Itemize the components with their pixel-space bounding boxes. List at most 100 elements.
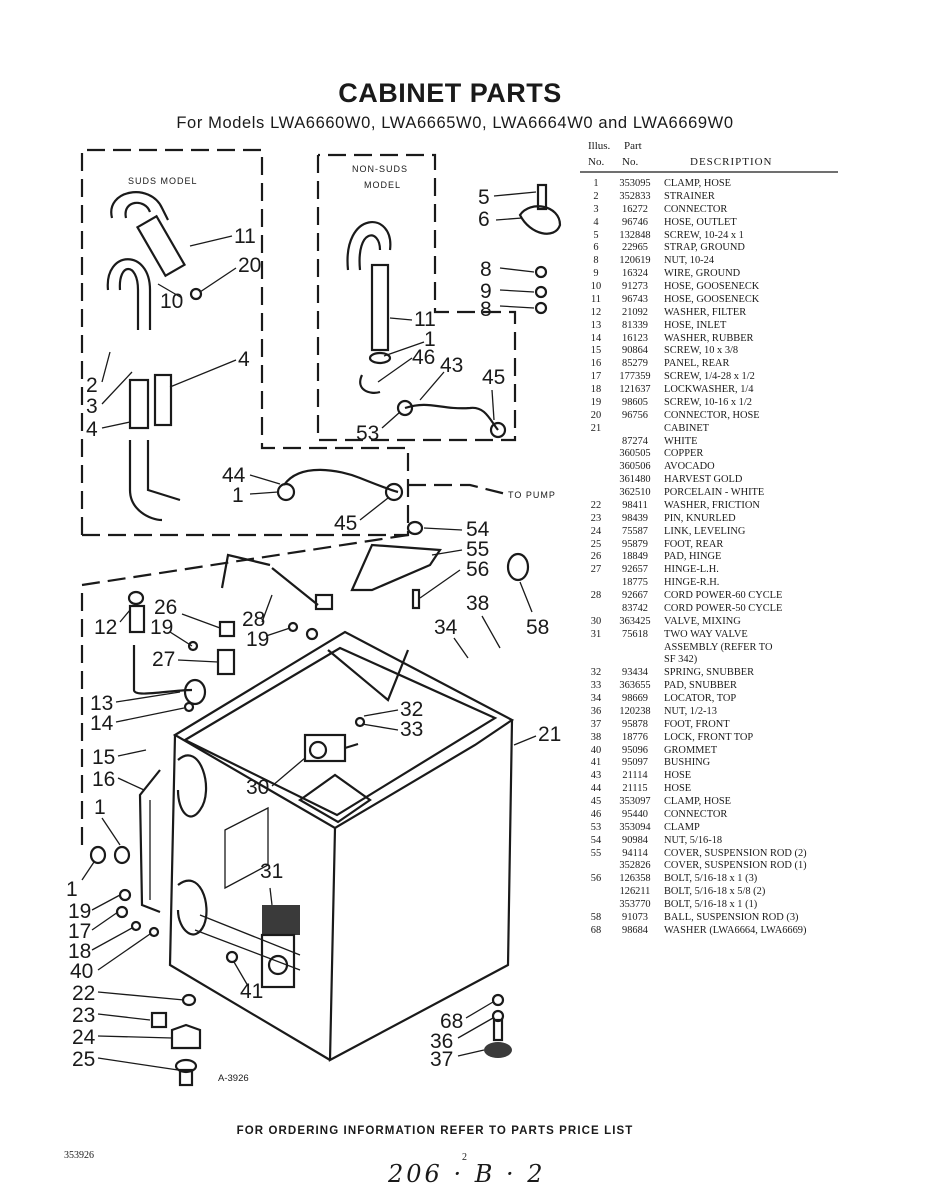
illus-no-cell: 33 xyxy=(590,680,602,692)
illus-no-cell: 2 xyxy=(593,190,599,202)
description-cell: CORD POWER-60 CYCLE xyxy=(664,590,783,601)
illus-no-cell: 68 xyxy=(590,924,602,936)
mixing-valve xyxy=(303,733,359,763)
illus-no-cell: 41 xyxy=(590,757,602,769)
callout-label: 32 xyxy=(400,698,423,721)
callout-label: 8 xyxy=(480,298,492,321)
description-cell: WHITE xyxy=(664,435,698,447)
part-no-cell: 75618 xyxy=(622,628,648,640)
front-foot-assembly xyxy=(484,993,512,1058)
part-no-cell: 90864 xyxy=(622,345,648,357)
part-no-cell: 95440 xyxy=(622,808,648,820)
illus-no-cell xyxy=(584,654,608,667)
illus-no-cell: 46 xyxy=(590,808,602,820)
callout-label: 1 xyxy=(66,878,78,901)
part-no-cell: 21114 xyxy=(622,770,648,782)
callout-label: 14 xyxy=(90,712,114,735)
callout-label: 56 xyxy=(466,558,489,581)
callout-label: 58 xyxy=(526,616,549,639)
description-cell: SCREW, 1/4-28 x 1/2 xyxy=(664,371,755,383)
description-cell: CONNECTOR xyxy=(664,808,728,820)
part-no-cell: 95879 xyxy=(622,538,648,550)
part-no-cell: 18849 xyxy=(622,551,648,563)
illus-no-cell xyxy=(584,886,608,899)
callout-label: 11 xyxy=(414,308,436,331)
part-no-cell: 91073 xyxy=(622,911,648,923)
table-row: 46 95440 CONNECTOR xyxy=(584,809,834,822)
table-row: SF 342) xyxy=(584,654,834,667)
ordering-footer: FOR ORDERING INFORMATION REFER TO PARTS … xyxy=(236,1125,634,1137)
callout-leaders xyxy=(81,191,537,1071)
illus-no-cell: 56 xyxy=(590,873,602,885)
part-no-cell: 93434 xyxy=(622,667,648,679)
description-cell: COPPER xyxy=(664,448,704,460)
illus-no-cell: 5 xyxy=(593,229,599,241)
illus-no-cell: 10 xyxy=(590,281,602,292)
callout-label: 46 xyxy=(412,346,435,369)
illus-no-cell: 58 xyxy=(590,911,602,923)
part-no-cell: 75587 xyxy=(622,525,648,537)
description-cell: GROMMET xyxy=(664,744,718,756)
illus-no-cell: 9 xyxy=(593,268,599,280)
part-no-cell: 353770 xyxy=(619,899,651,910)
callout-label: 40 xyxy=(70,960,93,983)
illus-no-cell: 25 xyxy=(590,538,602,550)
part-no-cell: 95097 xyxy=(622,757,648,769)
part-no-cell: 85279 xyxy=(622,358,648,370)
description-cell: PIN, KNURLED xyxy=(664,512,736,524)
illus-no-cell: 21 xyxy=(590,422,602,434)
part-no-cell: 353095 xyxy=(619,178,651,189)
callout-label: 17 xyxy=(68,920,91,943)
description-cell: TWO WAY VALVE xyxy=(664,628,748,640)
callout-label: 55 xyxy=(466,538,489,561)
description-cell: STRAP, GROUND xyxy=(664,242,745,254)
description-cell: BUSHING xyxy=(664,757,711,769)
illus-no-cell xyxy=(584,642,608,655)
description-cell: PAD, HINGE xyxy=(664,551,722,563)
description-cell: STRAINER xyxy=(664,190,715,202)
description-cell: WASHER, FILTER xyxy=(664,306,747,318)
callout-label: 37 xyxy=(430,1048,453,1071)
description-cell: BOLT, 5/16-18 x 1 (3) xyxy=(664,873,758,885)
illus-no-cell xyxy=(584,436,608,449)
description-cell: SCREW, 10-24 x 1 xyxy=(664,229,744,241)
illus-no-cell: 43 xyxy=(590,770,602,782)
callout-label: 18 xyxy=(68,940,91,963)
illus-no-cell: 28 xyxy=(590,590,602,601)
part-no-cell: 98411 xyxy=(622,499,648,511)
callout-label: 25 xyxy=(72,1048,95,1071)
hose-clamp-right xyxy=(113,845,131,865)
description-cell: SCREW, 10 x 3/8 xyxy=(664,345,739,357)
part-no-cell xyxy=(608,654,662,667)
nonsuds-hoses xyxy=(346,221,507,439)
description-cell: VALVE, MIXING xyxy=(664,615,741,627)
illus-no-cell xyxy=(584,461,608,474)
illus-no-cell xyxy=(584,474,608,487)
callout-label: 20 xyxy=(238,254,261,277)
illus-no-cell: 4 xyxy=(593,216,599,228)
illus-no-cell xyxy=(584,487,608,500)
description-cell: PAD, SNUBBER xyxy=(664,680,737,692)
part-no-cell: 21115 xyxy=(622,783,648,795)
part-no-cell: 352833 xyxy=(619,190,651,202)
illus-no-cell: 30 xyxy=(590,615,602,627)
illus-no-cell: 34 xyxy=(590,693,602,704)
table-header-illus-1: Illus. xyxy=(588,140,611,152)
part-no-cell: 22965 xyxy=(622,242,648,254)
illus-no-cell: 16 xyxy=(590,358,602,370)
